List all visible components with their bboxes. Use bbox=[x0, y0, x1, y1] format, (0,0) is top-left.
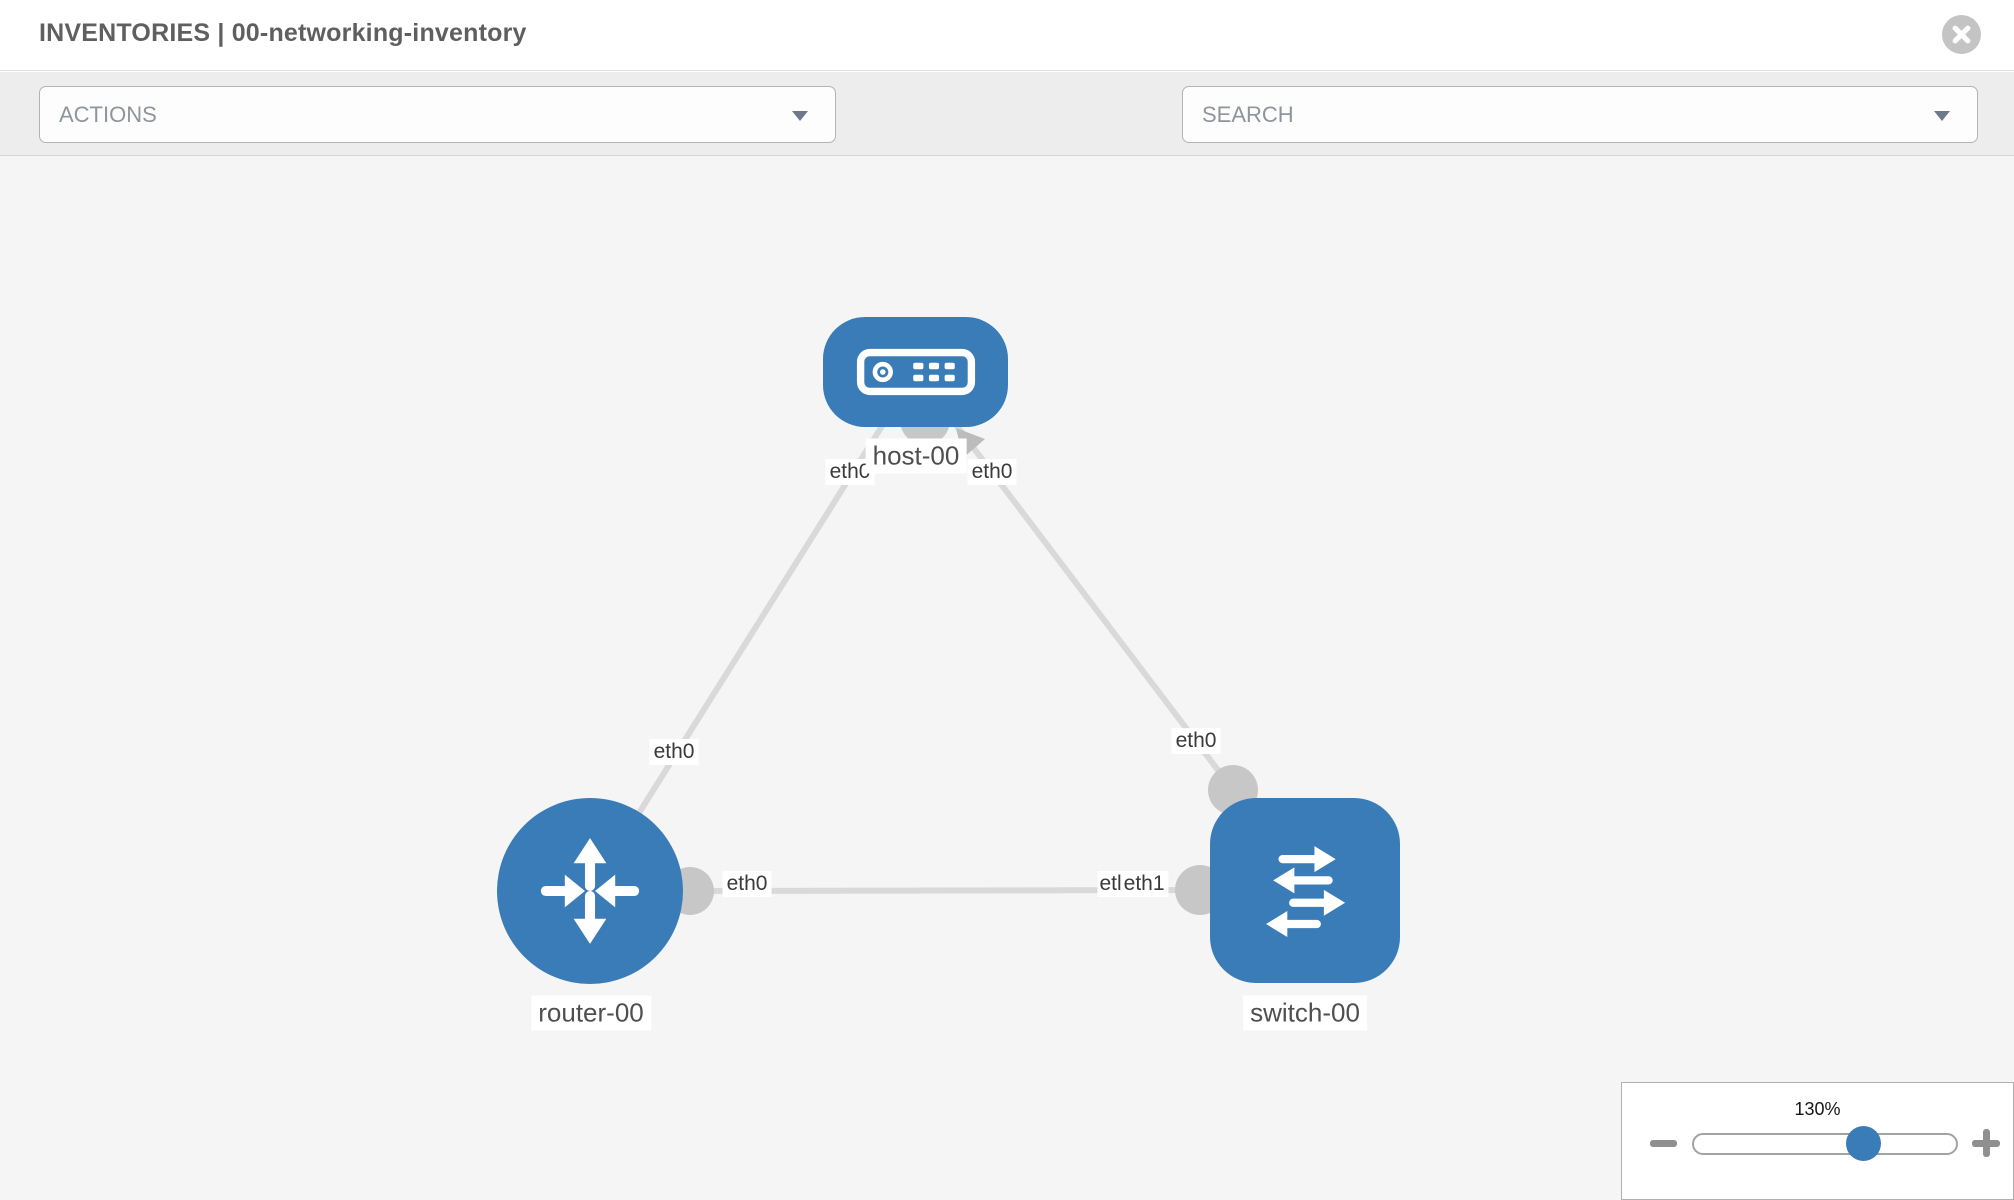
interface-label-overlap: etl eth1 bbox=[1097, 871, 1169, 897]
zoom-level: 130% bbox=[1794, 1099, 1841, 1119]
host-icon bbox=[856, 348, 975, 396]
minus-icon[interactable] bbox=[1650, 1140, 1677, 1147]
interface-label: eth0 bbox=[722, 871, 772, 897]
chevron-down-icon bbox=[792, 111, 808, 121]
search-placeholder: SEARCH bbox=[1202, 101, 1294, 127]
zoom-panel: 130% bbox=[1621, 1082, 2014, 1200]
close-icon bbox=[1952, 25, 1971, 44]
node-router-00[interactable] bbox=[497, 798, 683, 984]
toolbar: ACTIONS SEARCH bbox=[0, 72, 2014, 205]
actions-dropdown-label: ACTIONS bbox=[59, 101, 157, 127]
node-switch-00[interactable] bbox=[1210, 798, 1400, 983]
node-label-host: host-00 bbox=[865, 438, 967, 474]
node-label-router: router-00 bbox=[531, 995, 651, 1031]
interface-label: eth1 bbox=[1121, 871, 1169, 897]
interface-label: eth0 bbox=[825, 459, 875, 485]
node-label-switch: switch-00 bbox=[1243, 995, 1367, 1031]
interface-label: eth0 bbox=[967, 459, 1017, 485]
link-host-router[interactable] bbox=[587, 370, 919, 893]
topology-canvas[interactable]: eth0 eth0 eth0 eth0 eth0 etl eth1 host-0… bbox=[0, 156, 2014, 1200]
page-title: INVENTORIES | 00-networking-inventory bbox=[39, 19, 527, 47]
chevron-down-icon bbox=[1934, 111, 1950, 121]
interface-label: eth0 bbox=[649, 739, 699, 765]
node-host-00[interactable] bbox=[823, 317, 1008, 427]
close-button[interactable] bbox=[1942, 15, 1981, 54]
interface-label-clipped: etl bbox=[1097, 871, 1122, 897]
router-icon bbox=[540, 838, 640, 944]
search-dropdown[interactable]: SEARCH bbox=[1182, 86, 1978, 143]
interface-label: eth0 bbox=[1171, 728, 1221, 754]
switch-icon bbox=[1266, 845, 1346, 937]
actions-dropdown[interactable]: ACTIONS bbox=[39, 86, 836, 143]
zoom-slider-track[interactable] bbox=[1692, 1133, 1958, 1155]
header-bar: INVENTORIES | 00-networking-inventory bbox=[0, 0, 2014, 71]
plus-icon[interactable] bbox=[1972, 1129, 2000, 1157]
zoom-slider-knob[interactable] bbox=[1846, 1126, 1881, 1161]
links-layer bbox=[587, 370, 1258, 915]
